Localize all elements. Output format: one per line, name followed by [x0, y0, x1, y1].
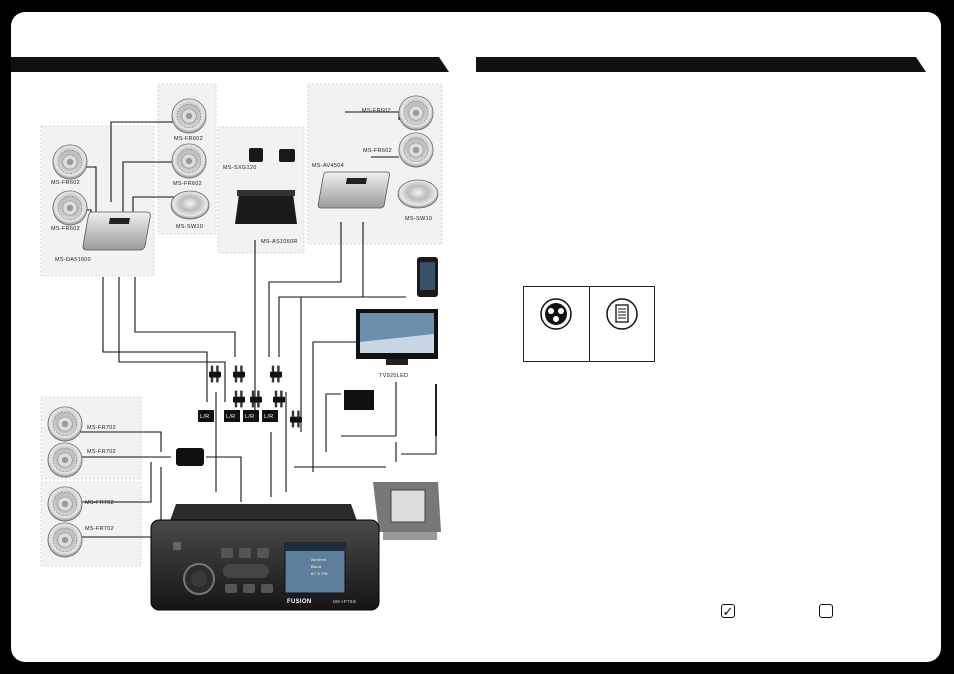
left-header-bar	[11, 57, 449, 72]
rca-label: L/R	[245, 414, 254, 420]
subwoofer-icon	[170, 190, 210, 220]
document-icon	[606, 298, 638, 330]
speaker-label: MS-FR702	[87, 449, 116, 455]
icon-cell	[524, 287, 589, 361]
speaker-label: MS-FR702	[87, 425, 116, 431]
zone-junction-icon	[176, 448, 204, 466]
speaker-label: MS-FR702	[85, 500, 114, 506]
speaker-icon	[47, 522, 83, 558]
head-unit: Anthem Band 87.9 FM FUSION MS-IP700i	[150, 504, 380, 611]
rca-label: L/R	[200, 414, 209, 420]
speaker-label: MS-FR602	[363, 148, 392, 154]
speaker-icon	[398, 95, 434, 131]
dock-icon	[373, 482, 441, 540]
checkbox-checked[interactable]: ✓	[721, 603, 735, 619]
tv-label: TV920LED	[379, 373, 408, 379]
checkbox-unchecked[interactable]	[819, 604, 833, 618]
page: MS-FR602 MS-FR602 MS-DA51600 MS-FR602 MS…	[11, 12, 941, 662]
lr-adapters	[198, 410, 278, 422]
speaker-icon	[398, 132, 434, 168]
speaker-icon	[52, 190, 88, 226]
speaker-label: MS-FR602	[173, 181, 202, 187]
rca-label: L/R	[226, 414, 235, 420]
icon-table	[523, 286, 655, 362]
brand-label: FUSION	[287, 599, 311, 605]
screen-text: 87.9 FM	[311, 571, 328, 576]
subwoofer-icon	[397, 179, 439, 209]
head-unit-screen	[284, 542, 346, 594]
speaker-icon	[47, 406, 83, 442]
speaker-label: MS-FR602	[174, 136, 203, 142]
sirius-module-icon	[235, 194, 297, 224]
model-label: MS-IP700i	[333, 599, 357, 604]
power-adapter-icon	[344, 390, 374, 410]
amplifier-label: MS-AV4504	[312, 163, 344, 169]
speaker-label: MS-FR602	[51, 180, 80, 186]
speaker-label: MS-FR602	[51, 226, 80, 232]
tuner-label: MS-SXG120	[223, 165, 257, 171]
speaker-icon	[52, 144, 88, 180]
screen-text: Band	[311, 564, 322, 569]
speaker-label: MS-FR602	[362, 108, 391, 114]
rca-label: L/R	[264, 414, 273, 420]
tuner-icon	[249, 148, 263, 162]
screen-text: Anthem	[311, 557, 327, 562]
speaker-icon	[171, 143, 207, 179]
right-header-bar	[476, 57, 926, 72]
icon-cell	[588, 287, 655, 361]
connector-icon	[540, 298, 572, 330]
speaker-icon	[47, 442, 83, 478]
amplifier-label: MS-DA51600	[55, 257, 91, 263]
speaker-icon	[47, 486, 83, 522]
speaker-label: MS-FR702	[85, 526, 114, 532]
amplifier-left	[82, 211, 151, 251]
speaker-label: MS-SW10	[176, 224, 203, 230]
wiring-diagram: MS-FR602 MS-FR602 MS-DA51600 MS-FR602 MS…	[40, 83, 443, 611]
module-label: MS-AS1060R	[261, 239, 298, 245]
tuner-icon	[279, 149, 295, 162]
speaker-label: MS-SW10	[405, 216, 432, 222]
speaker-icon	[171, 98, 207, 134]
amplifier-right	[317, 171, 390, 209]
